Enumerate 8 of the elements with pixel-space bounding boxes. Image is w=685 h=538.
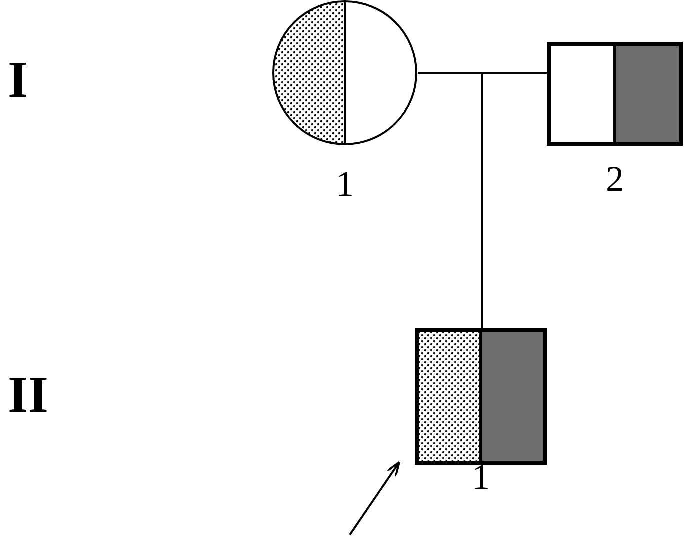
- proband-arrow: [349, 461, 401, 536]
- descent-line: [481, 73, 483, 328]
- generation-label: II: [8, 370, 48, 422]
- individual-number: 1: [472, 459, 490, 495]
- individual-number: 1: [336, 166, 354, 202]
- marriage-line: [418, 72, 547, 74]
- individual-number: 2: [606, 161, 624, 197]
- generation-label: I: [8, 55, 28, 107]
